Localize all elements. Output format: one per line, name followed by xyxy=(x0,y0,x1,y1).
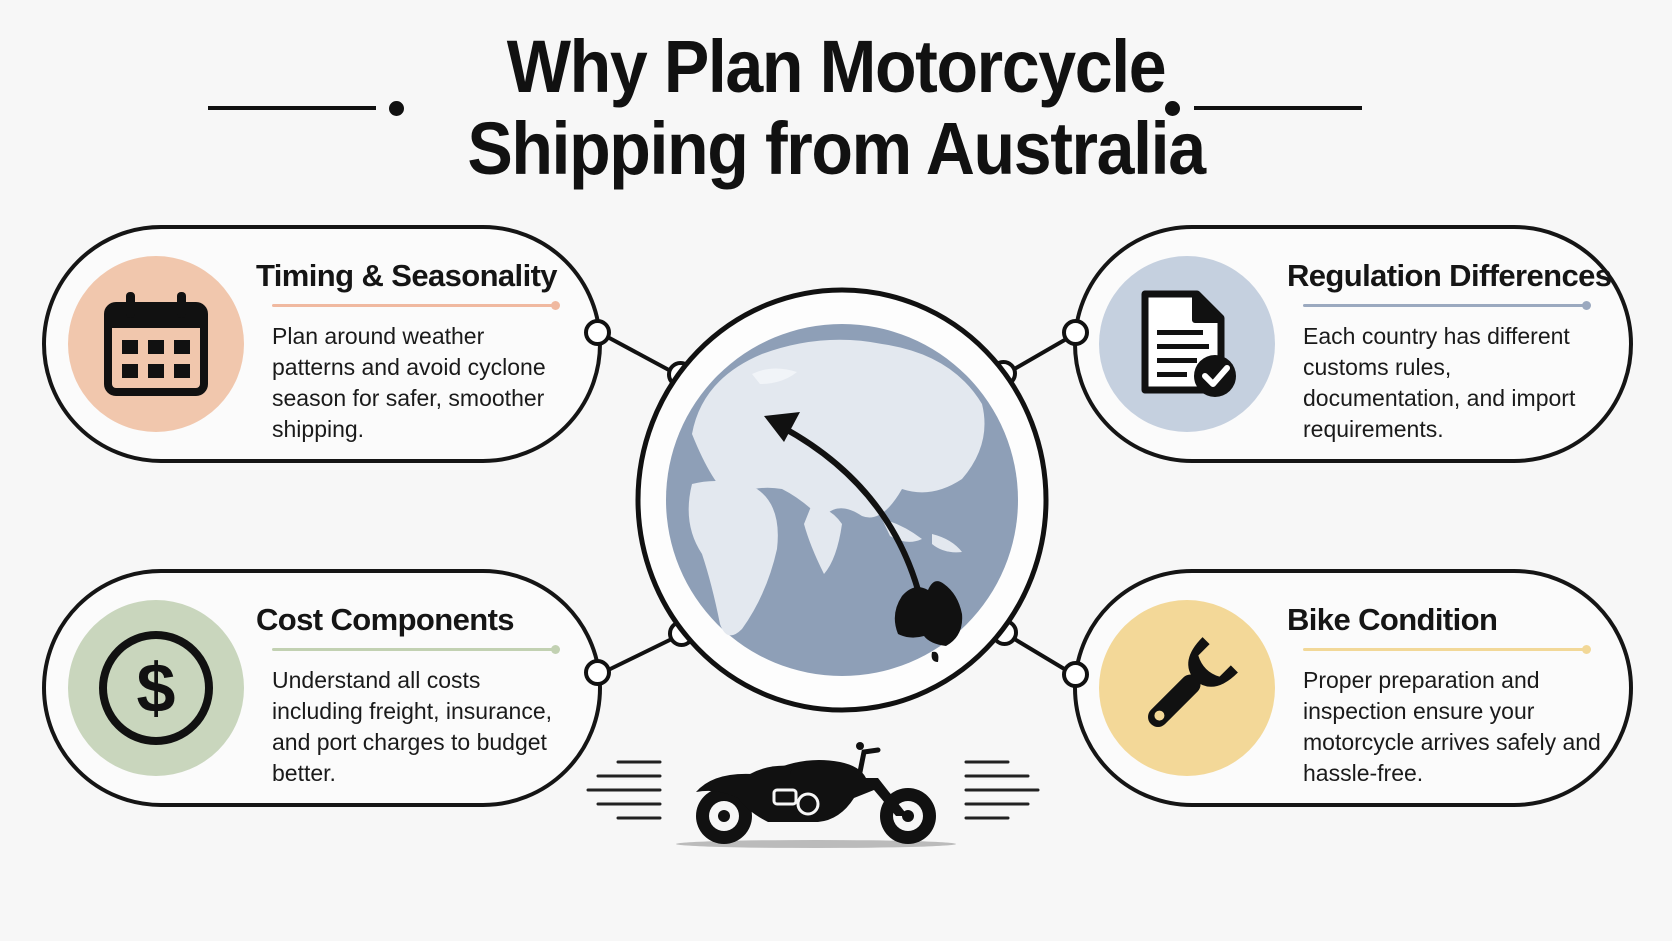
regulation-accent-line xyxy=(1303,301,1591,310)
title-divider-dot-left xyxy=(389,101,404,116)
card-bike: Bike Condition Proper preparation and in… xyxy=(1073,569,1633,807)
title-divider-left xyxy=(208,106,376,110)
bike-accent-line xyxy=(1303,645,1591,654)
document-check-icon xyxy=(1141,290,1236,397)
globe-ring xyxy=(632,284,1052,716)
australia-icon xyxy=(894,581,963,646)
arrow-icon xyxy=(779,424,921,593)
globe-icon xyxy=(635,287,1049,713)
card-cost: $ Cost Components Understand all costs i… xyxy=(42,569,602,807)
card-timing: Timing & Seasonality Plan around weather… xyxy=(42,225,602,463)
title-line-1: Why Plan Motorcycle xyxy=(506,25,1167,108)
node-timing-card xyxy=(584,319,611,346)
title-divider-right xyxy=(1194,106,1362,110)
wrench-icon xyxy=(1148,637,1238,727)
bike-icon-circle xyxy=(1099,600,1275,776)
page-title: Why Plan Motorcycle Shipping from Austra… xyxy=(67,26,1605,190)
node-cost-card xyxy=(584,659,611,686)
bike-title: Bike Condition xyxy=(1287,602,1498,637)
title-line-2: Shipping from Australia xyxy=(467,107,1206,190)
calendar-icon xyxy=(104,292,208,396)
svg-text:$: $ xyxy=(137,649,176,727)
title-divider-dot-right xyxy=(1165,101,1180,116)
timing-description: Plan around weather patterns and avoid c… xyxy=(272,323,546,442)
cost-title: Cost Components xyxy=(256,602,515,637)
card-regulation: Regulation Differences Each country has … xyxy=(1073,225,1633,463)
timing-icon-circle xyxy=(68,256,244,432)
cost-icon-circle: $ xyxy=(68,600,244,776)
motorcycle-icon xyxy=(586,742,1040,848)
connector-cost xyxy=(599,633,681,676)
regulation-title: Regulation Differences xyxy=(1287,258,1612,293)
node-regulation-card xyxy=(1062,319,1089,346)
cost-accent-line xyxy=(272,645,560,654)
node-bike-card xyxy=(1062,661,1089,688)
bike-description: Proper preparation and inspection ensure… xyxy=(1303,667,1601,786)
dollar-icon: $ xyxy=(99,631,213,745)
timing-title: Timing & Seasonality xyxy=(256,258,558,293)
cost-description: Understand all costs including freight, … xyxy=(272,667,552,786)
regulation-icon-circle xyxy=(1099,256,1275,432)
regulation-description: Each country has different customs rules… xyxy=(1303,323,1576,442)
timing-accent-line xyxy=(272,301,560,310)
